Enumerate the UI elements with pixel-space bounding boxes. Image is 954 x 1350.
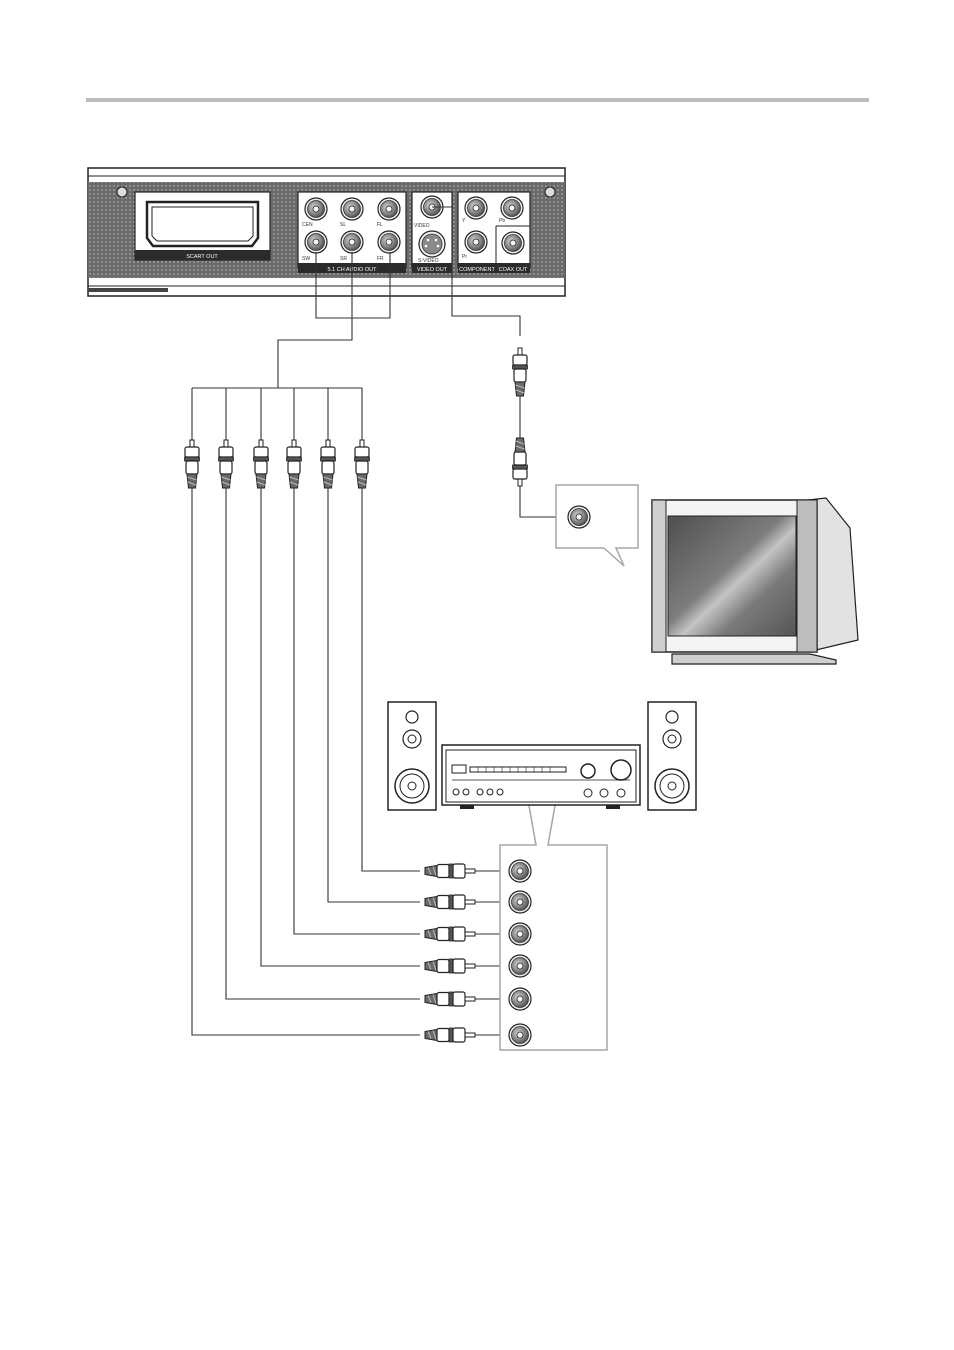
audio-wires [192,488,420,1035]
rca-plug [254,440,269,488]
amp-jack [509,891,531,913]
rca-plug [425,927,475,941]
scart-connector: SCART OUT [135,192,270,260]
jack-fr [378,231,400,253]
header-rule [86,98,869,102]
jack-coax [502,232,524,254]
jack-sw [305,231,327,253]
label-cen: CEN [302,222,313,228]
screw-icon [545,187,555,197]
label-fr: FR [377,256,384,262]
jack-sr [341,231,363,253]
amp-jack [509,860,531,882]
speaker-left-icon [388,702,436,810]
rca-plug [425,864,475,878]
label-video: VIDEO [414,223,430,229]
amp-input-callout [500,800,607,1050]
jack-y [465,197,487,219]
jack-cen [305,198,327,220]
rca-plug [425,895,475,909]
rca-plug [321,440,336,488]
label-sw: SW [302,256,310,262]
jack-fl [378,198,400,220]
label-fl: FL [377,222,383,228]
video-out-block: VIDEO S-VIDEO VIDEO OUT [412,192,452,273]
dvd-rear-panel: SCART OUT CEN SL FL SW SR FR 5.1 CH AUDI… [88,168,565,296]
speaker-right-icon [648,702,696,810]
amp-jack [509,923,531,945]
av-receiver-icon [442,745,640,809]
rca-plug [425,959,475,973]
rca-plug [219,440,234,488]
component-coax-block: Y Pb Pr COMPONENT COAX OUT [458,192,530,273]
amp-jack [509,955,531,977]
rca-plug [287,440,302,488]
amp-jack [509,988,531,1010]
label-sr: SR [340,256,347,262]
rca-plug [355,440,370,488]
jack-sl [341,198,363,220]
screw-icon [117,187,127,197]
television-icon [652,498,858,664]
video-group-label: VIDEO OUT [417,267,448,273]
coax-label: COAX OUT [499,267,528,273]
label-sl: SL [340,222,346,228]
rca-plug [425,1028,475,1042]
jack-pr [465,231,487,253]
label-pb: Pb [499,218,505,224]
svideo-jack [419,231,445,257]
jack-pb [501,197,523,219]
rca-plug [185,440,200,488]
rca-plug [425,992,475,1006]
label-pr: Pr [462,254,467,260]
scart-label: SCART OUT [186,254,218,260]
amp-jack [509,1024,531,1046]
component-label: COMPONENT [459,267,495,273]
tv-input-callout [556,485,638,566]
tv-video-jack [568,506,590,528]
